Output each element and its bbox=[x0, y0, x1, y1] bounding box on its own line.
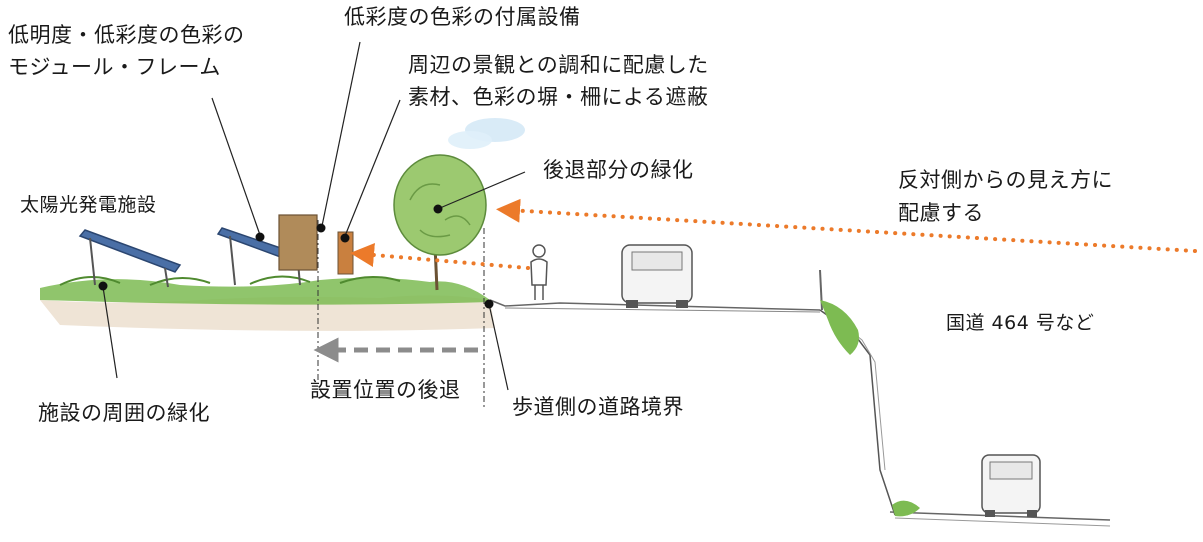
label-opposite-view-line2: 配慮する bbox=[898, 201, 984, 225]
label-fence-screening-line2: 素材、色彩の塀・柵による遮蔽 bbox=[408, 85, 709, 109]
equipment-box-icon bbox=[278, 214, 354, 275]
label-national-route: 国道 464 号など bbox=[946, 312, 1095, 334]
anchor-dots bbox=[98, 204, 494, 309]
label-perimeter-greening: 施設の周囲の緑化 bbox=[38, 401, 210, 425]
label-fence-screening-line1: 周辺の景観との調和に配慮した bbox=[408, 53, 709, 77]
label-solar-facility: 太陽光発電施設 bbox=[20, 194, 157, 216]
pedestrian-icon bbox=[530, 244, 548, 300]
leader-lines bbox=[102, 41, 526, 391]
ground-upper bbox=[40, 275, 495, 331]
tree-icon bbox=[393, 154, 487, 291]
road-profile bbox=[489, 269, 1111, 527]
label-low-brightness-module-line2: モジュール・フレーム bbox=[8, 55, 221, 79]
sky-wisp bbox=[448, 118, 525, 149]
label-low-saturation-equipment: 低彩度の色彩の付属設備 bbox=[344, 5, 581, 29]
label-opposite-view-line1: 反対側からの見え方に bbox=[898, 168, 1113, 192]
car-icon bbox=[621, 244, 693, 308]
label-setback-greening: 後退部分の緑化 bbox=[543, 158, 694, 182]
car-icon bbox=[981, 454, 1041, 517]
label-sidewalk-boundary: 歩道側の道路境界 bbox=[512, 395, 684, 419]
solar-panel-icon bbox=[78, 229, 182, 288]
sight-line-arrows bbox=[350, 198, 1197, 270]
setback-guide-lines bbox=[317, 220, 485, 410]
label-setback-position: 設置位置の後退 bbox=[310, 378, 461, 402]
label-low-brightness-module-line1: 低明度・低彩度の色彩の bbox=[8, 23, 245, 47]
